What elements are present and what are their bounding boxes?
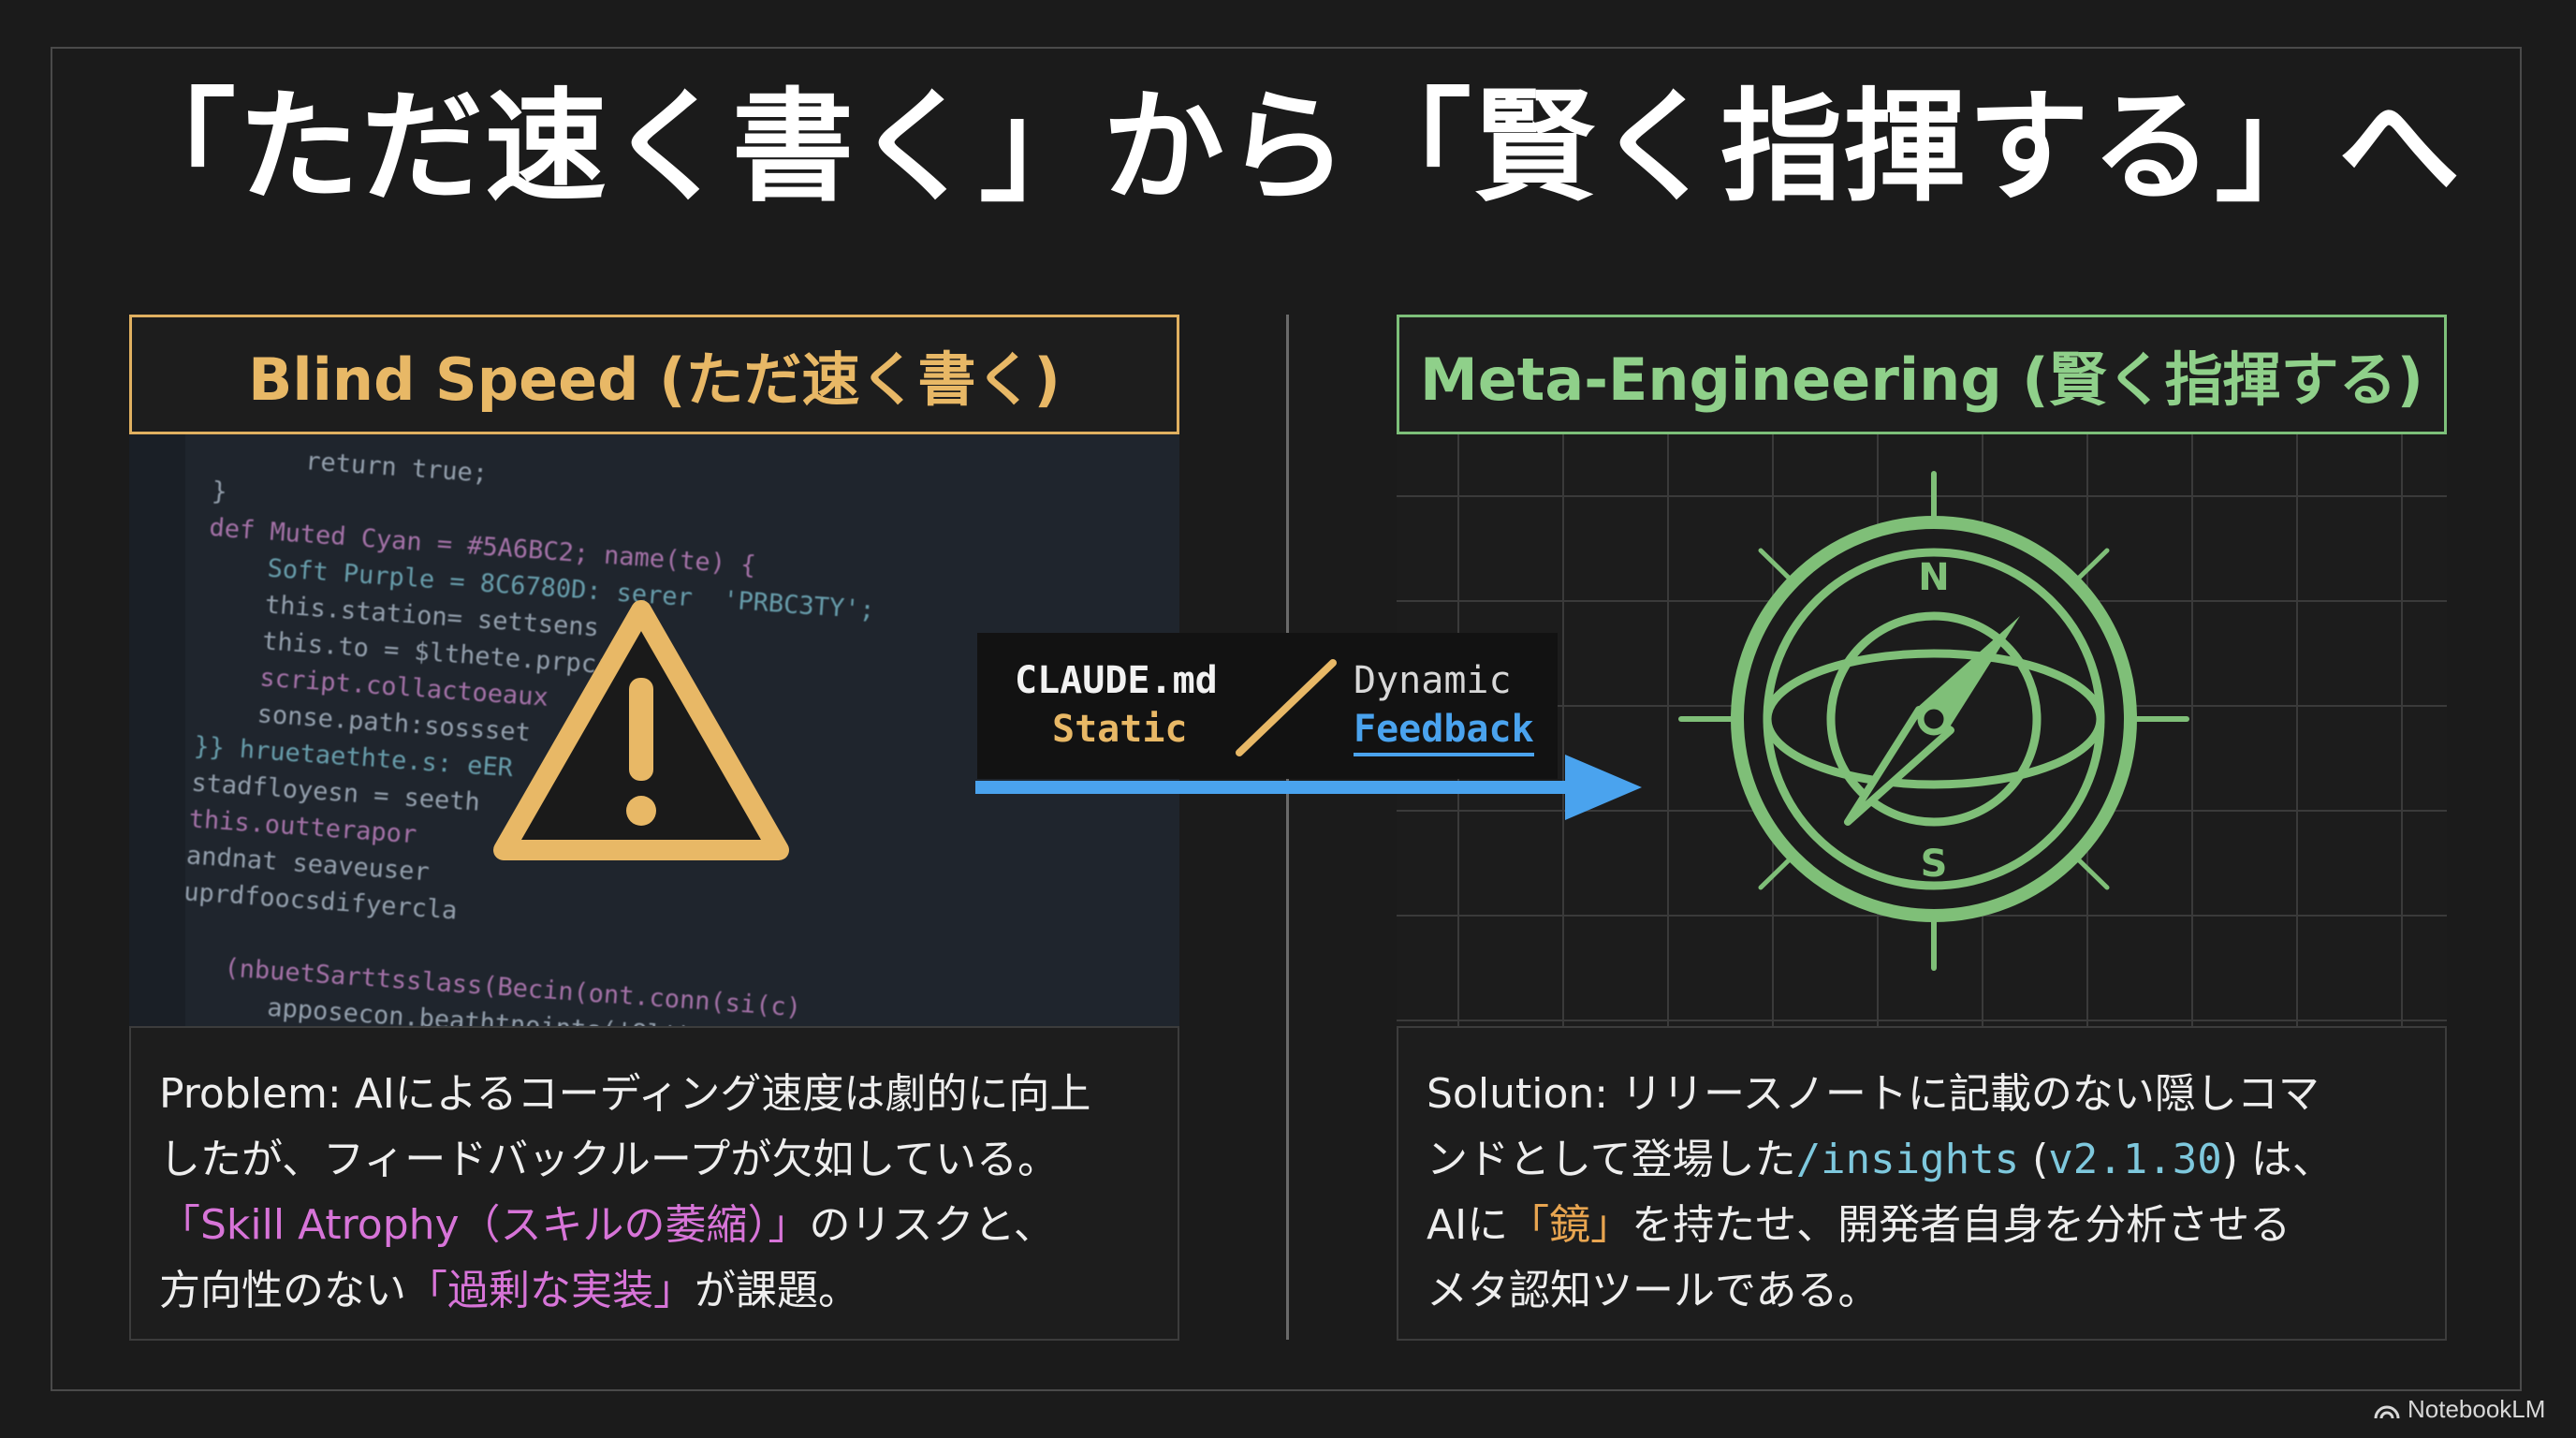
right-arrow-icon xyxy=(975,755,1642,820)
claude-md-label: CLAUDE.md xyxy=(1015,659,1218,702)
solution-line-3: AIに「鏡」を持たせ、開発者自身を分析させる xyxy=(1427,1201,2291,1249)
solution-line-2: ンドとして登場した/insights (v2.1.30) は、 xyxy=(1427,1136,2334,1183)
problem-line-4: 方向性のない「過剰な実装」が課題。 xyxy=(159,1267,859,1314)
skill-atrophy-highlight: 「Skill Atrophy（スキルの萎縮）」 xyxy=(159,1201,810,1249)
feedback-label: Feedback xyxy=(1354,708,1534,756)
static-label: Static xyxy=(1052,708,1188,751)
over-implementation-highlight: 「過剰な実装」 xyxy=(406,1267,695,1314)
warning-triangle-icon xyxy=(493,600,789,860)
compass-north-label: N xyxy=(1918,556,1949,599)
slash-divider-icon xyxy=(1236,659,1337,756)
transition-card: CLAUDE.md Static Dynamic Feedback xyxy=(977,633,1558,779)
problem-line-2: したが、フィードバックループが欠如している。 xyxy=(159,1136,1059,1183)
problem-line-3: 「Skill Atrophy（スキルの萎縮）」のリスクと、 xyxy=(159,1201,1055,1249)
center-divider xyxy=(1286,315,1289,1340)
dynamic-label: Dynamic xyxy=(1354,659,1512,702)
compass-south-label: S xyxy=(1921,843,1948,886)
problem-description: Problem: AIによるコーディング速度は劇的に向上 したが、フィードバック… xyxy=(129,1026,1179,1341)
solution-description: Solution: リリースノートに記載のない隠しコマ ンドとして登場した/in… xyxy=(1397,1026,2447,1341)
insights-command: /insights xyxy=(1795,1136,2020,1183)
code-gutter xyxy=(129,434,185,1026)
slide-title: 「ただ速く書く」から「賢く指揮する」へ xyxy=(113,76,2462,218)
solution-line-1: Solution: リリースノートに記載のない隠しコマ xyxy=(1427,1070,2320,1118)
compass-icon: N S xyxy=(1678,471,2189,971)
brand-name: NotebookLM xyxy=(2408,1395,2546,1423)
meta-engineering-header: Meta-Engineering (賢く指揮する) xyxy=(1397,315,2447,434)
problem-line-1: Problem: AIによるコーディング速度は劇的に向上 xyxy=(159,1070,1091,1118)
version-label: v2.1.30 xyxy=(2048,1136,2222,1183)
brand-watermark: NotebookLM xyxy=(2374,1395,2545,1424)
notebooklm-logo-icon xyxy=(2374,1405,2400,1418)
solution-line-4: メタ認知ツールである。 xyxy=(1427,1267,1880,1314)
slide-frame xyxy=(51,47,2522,1391)
blind-speed-header: Blind Speed (ただ速く書く) xyxy=(129,315,1179,434)
mirror-highlight: 「鏡」 xyxy=(1508,1201,1632,1249)
